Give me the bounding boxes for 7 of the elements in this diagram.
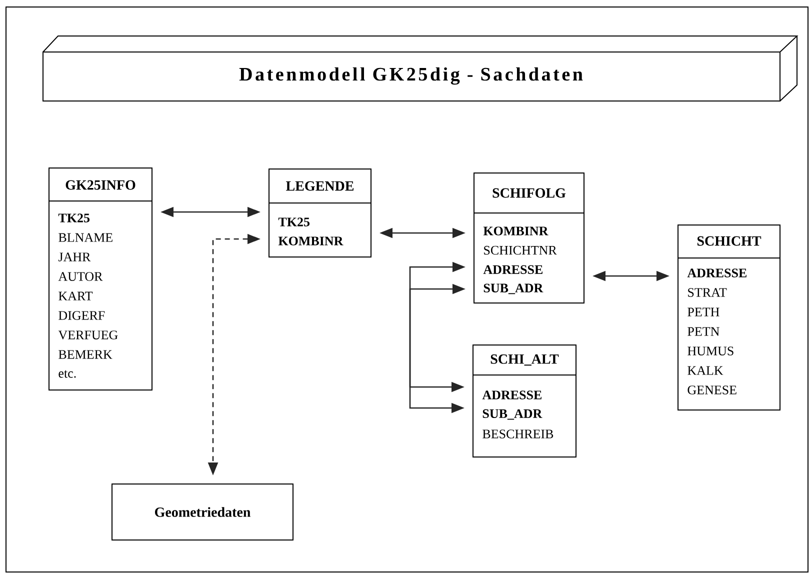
table-box: SCHI_ALT ADRESSE SUB_ADR BESCHREIB [472, 344, 576, 458]
table-box: SCHIFOLG KOMBINR SCHICHTNR ADRESSE SUB_ADR [474, 172, 584, 304]
table-box: GK25INFO TK25 BLNAME JAHR AUTOR KART DIGERF VERFUEG BEMERK etc. [48, 168, 152, 390]
table-box: LEGENDE TK25 KOMBINR [268, 168, 372, 258]
table-box: SCHICHT ADRESSE STRAT PETH PETN HUMUS KALK GENESE [678, 224, 780, 410]
title-banner: Datenmodell GK25dig - Sachdaten [42, 36, 798, 102]
entity-box: Geometriedaten [112, 484, 294, 540]
